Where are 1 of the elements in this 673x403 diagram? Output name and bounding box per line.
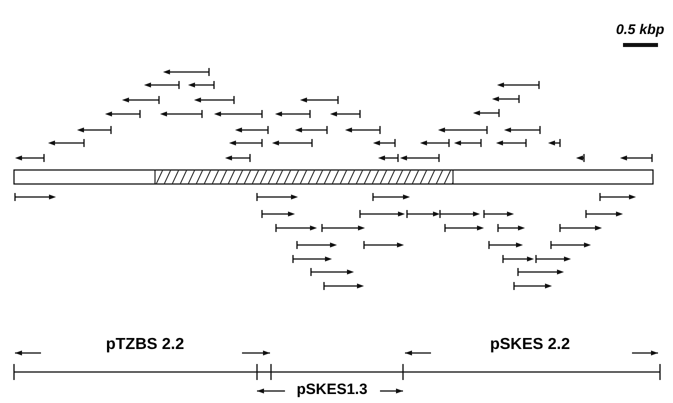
scale-label: 0.5 kbp [616,22,664,36]
